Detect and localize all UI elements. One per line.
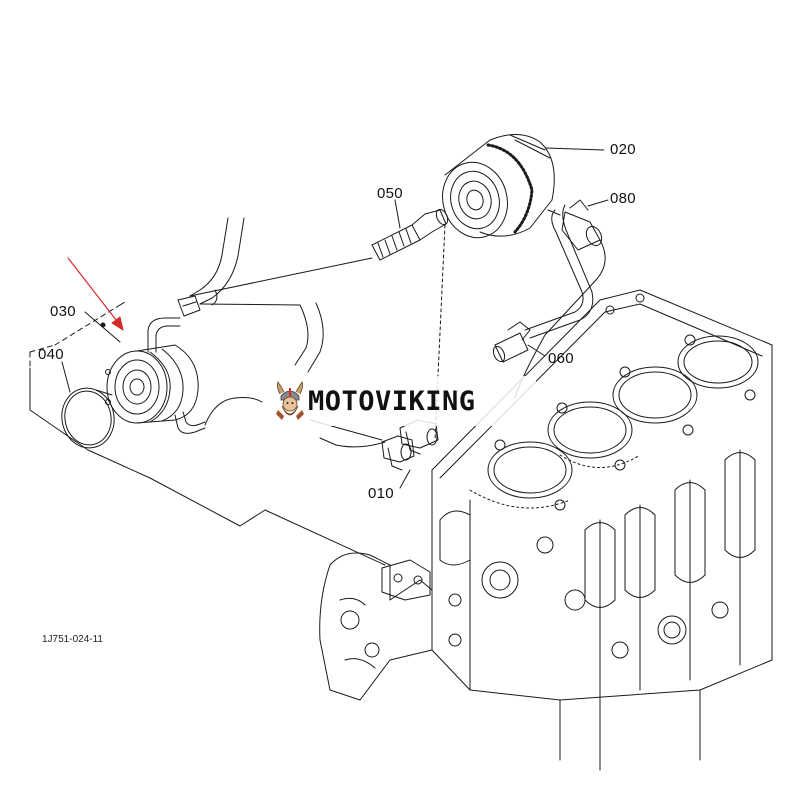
part-label-010: 010 [368, 485, 394, 502]
part-label-030: 030 [50, 303, 76, 320]
viking-logo-icon [276, 381, 304, 420]
part-label-040: 040 [38, 346, 64, 363]
drawing-code: 1J751-024-11 [42, 634, 103, 645]
oil-cooler [105, 317, 206, 434]
part-label-020: 020 [610, 141, 636, 158]
engine-block [319, 289, 773, 771]
upper-hose [177, 217, 245, 317]
middle-hose [294, 302, 324, 373]
gasket-ring [61, 387, 115, 449]
leader-lines [61, 147, 609, 489]
oil-filter [442, 134, 555, 239]
part-label-050: 050 [377, 185, 403, 202]
threaded-pipe [371, 208, 449, 261]
sensor-pipe [492, 199, 603, 363]
fittings [381, 419, 439, 471]
part-label-080: 080 [610, 190, 636, 207]
watermark-text: MOTOVIKING [308, 385, 476, 417]
pointer-arrow [67, 257, 124, 331]
part-label-060: 060 [548, 350, 574, 367]
watermark: MOTOVIKING [266, 376, 536, 426]
